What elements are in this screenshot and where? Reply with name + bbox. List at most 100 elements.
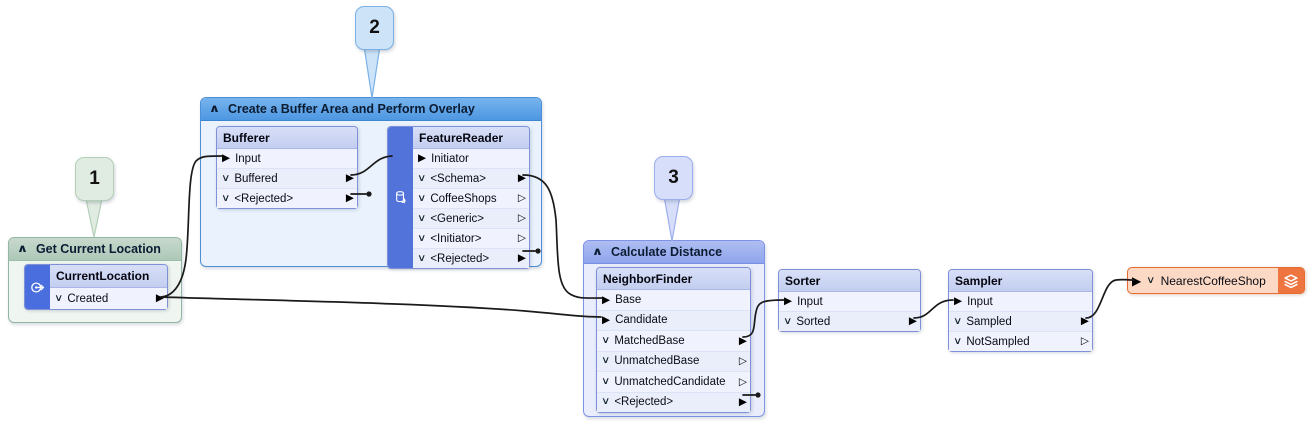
input-port-arrow-icon[interactable]: ▶ bbox=[954, 295, 963, 308]
port-row-rejected[interactable]: ∨ <Rejected> ▶ bbox=[217, 188, 357, 208]
output-port-arrow-icon[interactable]: ▷ bbox=[1080, 335, 1089, 348]
port-row-base[interactable]: ▶ Base bbox=[597, 290, 750, 310]
node-title[interactable]: Sampler bbox=[949, 270, 1092, 292]
chevron-down-icon[interactable]: ∨ bbox=[601, 355, 611, 367]
badge-3-tail bbox=[663, 195, 681, 242]
output-port-arrow-icon[interactable]: ▶ bbox=[1080, 315, 1089, 328]
database-reader-icon bbox=[388, 127, 413, 268]
output-port-arrow-icon[interactable]: ▶ bbox=[345, 172, 354, 185]
node-neighbor-finder[interactable]: NeighborFinder ▶ Base ▶ Candidate ∨ Matc… bbox=[596, 267, 751, 413]
port-label: <Schema> bbox=[430, 172, 486, 185]
port-row-input[interactable]: ▶ Input bbox=[779, 292, 920, 311]
port-row-rejected[interactable]: ∨ <Rejected> ▶ bbox=[413, 248, 529, 268]
output-port-arrow-icon[interactable]: ▶ bbox=[738, 334, 747, 347]
chevron-down-icon[interactable]: ∨ bbox=[601, 375, 611, 387]
chevron-down-icon[interactable]: ∨ bbox=[953, 335, 963, 347]
port-row-initiator[interactable]: ▶ Initiator bbox=[413, 149, 529, 168]
port-row-unmatchedbase[interactable]: ∨ UnmatchedBase ▷ bbox=[597, 350, 750, 371]
input-port-arrow-icon[interactable]: ▶ bbox=[602, 314, 611, 326]
connection-created-to-neighborfinder-candidate bbox=[160, 296, 602, 318]
output-port-arrow-icon[interactable]: ▷ bbox=[517, 192, 526, 205]
output-port-arrow-icon[interactable]: ▶ bbox=[517, 172, 526, 185]
node-title[interactable]: FeatureReader bbox=[413, 127, 529, 149]
port-row-created[interactable]: ∨ Created ▶ bbox=[50, 288, 167, 309]
port-row-notsampled[interactable]: ∨ NotSampled ▷ bbox=[949, 331, 1092, 351]
port-label: Candidate bbox=[615, 314, 668, 327]
port-label: NotSampled bbox=[966, 335, 1030, 348]
chevron-down-icon[interactable]: ∨ bbox=[54, 292, 64, 304]
bookmark-header[interactable]: ∧ Get Current Location bbox=[9, 238, 181, 261]
output-port-arrow-icon[interactable]: ▷ bbox=[738, 355, 747, 367]
input-port-arrow-icon[interactable]: ▶ bbox=[784, 295, 793, 308]
port-label: <Generic> bbox=[430, 212, 485, 225]
output-port-arrow-icon[interactable]: ▷ bbox=[738, 375, 747, 388]
output-port-arrow-icon[interactable]: ▶ bbox=[908, 315, 917, 328]
collapse-chevron-icon[interactable]: ∧ bbox=[591, 245, 604, 258]
input-port-arrow-icon[interactable]: ▶ bbox=[602, 293, 611, 306]
port-row-input[interactable]: ▶ Input bbox=[217, 149, 357, 168]
node-sampler[interactable]: Sampler ▶ Input ∨ Sampled ▶ ∨ NotSampled… bbox=[948, 269, 1093, 352]
node-nearest-coffee-shop-writer[interactable]: ▶ ∨ NearestCoffeeShop bbox=[1127, 267, 1305, 294]
chevron-down-icon[interactable]: ∨ bbox=[601, 334, 611, 346]
output-port-arrow-icon[interactable]: ▶ bbox=[345, 192, 354, 205]
node-title[interactable]: Bufferer bbox=[217, 127, 357, 149]
port-label: Sampled bbox=[966, 315, 1012, 328]
chevron-down-icon[interactable]: ∨ bbox=[417, 172, 427, 184]
node-feature-reader[interactable]: FeatureReader ▶ Initiator ∨ <Schema> ▶ ∨… bbox=[387, 126, 530, 269]
bookmark-title: Create a Buffer Area and Perform Overlay bbox=[227, 102, 475, 116]
port-row-sorted[interactable]: ∨ Sorted ▶ bbox=[779, 311, 920, 331]
bookmark-header[interactable]: ∧ Calculate Distance bbox=[584, 241, 764, 264]
node-title[interactable]: Sorter bbox=[779, 270, 920, 292]
port-label: Input bbox=[797, 295, 823, 308]
chevron-down-icon[interactable]: ∨ bbox=[417, 192, 427, 204]
bookmark-header[interactable]: ∧ Create a Buffer Area and Perform Overl… bbox=[201, 98, 541, 121]
port-row-coffeeshops[interactable]: ∨ CoffeeShops ▷ bbox=[413, 188, 529, 208]
port-label: UnmatchedCandidate bbox=[614, 375, 726, 388]
port-row-rejected[interactable]: ∨ <Rejected> ▶ bbox=[597, 391, 750, 412]
layers-icon bbox=[1278, 268, 1304, 293]
output-port-arrow-icon[interactable]: ▶ bbox=[738, 396, 747, 408]
input-port-arrow-icon[interactable]: ▶ bbox=[418, 152, 427, 165]
output-port-arrow-icon[interactable]: ▷ bbox=[517, 212, 526, 225]
port-label: MatchedBase bbox=[614, 334, 685, 347]
port-row-unmatchedcandidate[interactable]: ∨ UnmatchedCandidate ▷ bbox=[597, 371, 750, 392]
port-row-sampled[interactable]: ∨ Sampled ▶ bbox=[949, 311, 1092, 331]
port-row-buffered[interactable]: ∨ Buffered ▶ bbox=[217, 168, 357, 188]
chevron-down-icon[interactable]: ∨ bbox=[221, 192, 231, 204]
port-label: <Initiator> bbox=[430, 232, 482, 245]
collapse-chevron-icon[interactable]: ∧ bbox=[208, 102, 221, 115]
chevron-down-icon[interactable]: ∨ bbox=[417, 252, 427, 264]
node-bufferer[interactable]: Bufferer ▶ Input ∨ Buffered ▶ ∨ <Rejecte… bbox=[216, 126, 358, 209]
chevron-down-icon[interactable]: ∨ bbox=[1146, 274, 1156, 286]
port-row-generic[interactable]: ∨ <Generic> ▷ bbox=[413, 208, 529, 228]
chevron-down-icon[interactable]: ∨ bbox=[417, 232, 427, 244]
bookmark-number-badge-1: 1 bbox=[75, 157, 114, 201]
badge-2-tail bbox=[363, 45, 381, 99]
node-title[interactable]: CurrentLocation bbox=[50, 265, 167, 288]
chevron-down-icon[interactable]: ∨ bbox=[783, 315, 793, 327]
input-port-arrow-icon[interactable]: ▶ bbox=[222, 152, 231, 165]
chevron-down-icon[interactable]: ∨ bbox=[221, 172, 231, 184]
port-row-matchedbase[interactable]: ∨ MatchedBase ▶ bbox=[597, 330, 750, 351]
output-port-arrow-icon[interactable]: ▷ bbox=[517, 232, 526, 245]
port-label: Sorted bbox=[796, 315, 831, 328]
port-row-initiator-out[interactable]: ∨ <Initiator> ▷ bbox=[413, 228, 529, 248]
input-port-arrow-icon[interactable]: ▶ bbox=[1132, 273, 1142, 288]
output-port-arrow-icon[interactable]: ▶ bbox=[517, 252, 526, 265]
chevron-down-icon[interactable]: ∨ bbox=[953, 315, 963, 327]
node-sorter[interactable]: Sorter ▶ Input ∨ Sorted ▶ bbox=[778, 269, 921, 332]
node-title[interactable]: NeighborFinder bbox=[597, 268, 750, 290]
port-label: UnmatchedBase bbox=[614, 355, 700, 368]
chevron-down-icon[interactable]: ∨ bbox=[417, 212, 427, 224]
port-row-candidate[interactable]: ▶ Candidate bbox=[597, 309, 750, 330]
chevron-down-icon[interactable]: ∨ bbox=[601, 396, 611, 408]
creator-icon bbox=[25, 265, 50, 309]
badge-label: 3 bbox=[668, 167, 679, 188]
collapse-chevron-icon[interactable]: ∧ bbox=[16, 242, 29, 255]
node-current-location[interactable]: CurrentLocation ∨ Created ▶ bbox=[24, 264, 168, 310]
output-port-arrow-icon[interactable]: ▶ bbox=[155, 292, 164, 305]
port-row-schema[interactable]: ∨ <Schema> ▶ bbox=[413, 168, 529, 188]
port-row-input[interactable]: ▶ Input bbox=[949, 292, 1092, 311]
writer-feature-type-row[interactable]: ▶ ∨ NearestCoffeeShop bbox=[1128, 268, 1278, 293]
